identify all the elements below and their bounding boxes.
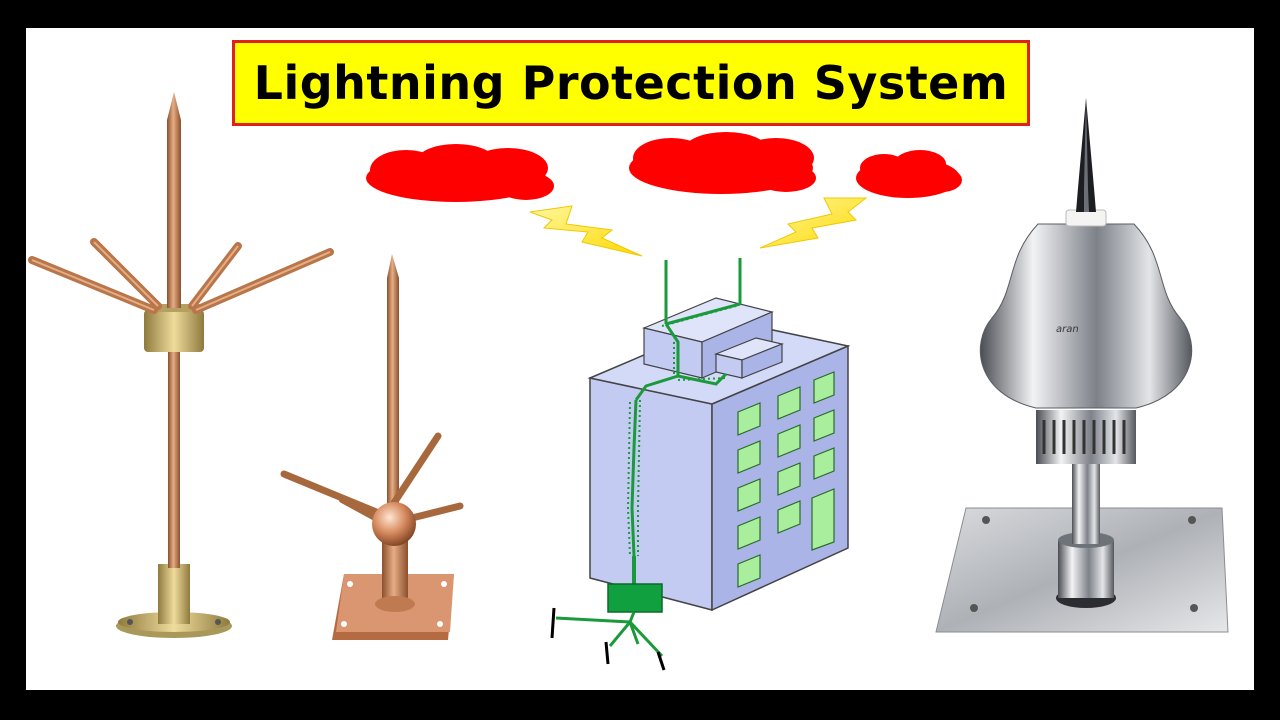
cloud-icon	[366, 144, 554, 202]
earthing-conductor	[630, 258, 742, 584]
lightning-bolt-icon	[529, 205, 643, 257]
lightning-rod-icon	[28, 92, 334, 638]
window-grid	[737, 371, 835, 588]
lightning-rod-icon: aran	[935, 98, 1229, 633]
building-icon	[587, 297, 851, 612]
brand-mark: aran	[1056, 324, 1079, 335]
diagram-art: aran	[28, 92, 1229, 671]
lightning-bolt-icon	[759, 197, 868, 249]
cloud-icon	[856, 150, 962, 198]
title-banner: Lightning Protection System	[232, 40, 1030, 126]
diagram-canvas: aran Lightning Protection System	[26, 28, 1254, 690]
page-title: Lightning Protection System	[253, 56, 1009, 110]
cloud-icon	[629, 132, 816, 194]
lightning-rod-icon	[280, 254, 464, 640]
conductor-clamps	[626, 305, 737, 557]
earth-pit-icon	[550, 583, 666, 671]
